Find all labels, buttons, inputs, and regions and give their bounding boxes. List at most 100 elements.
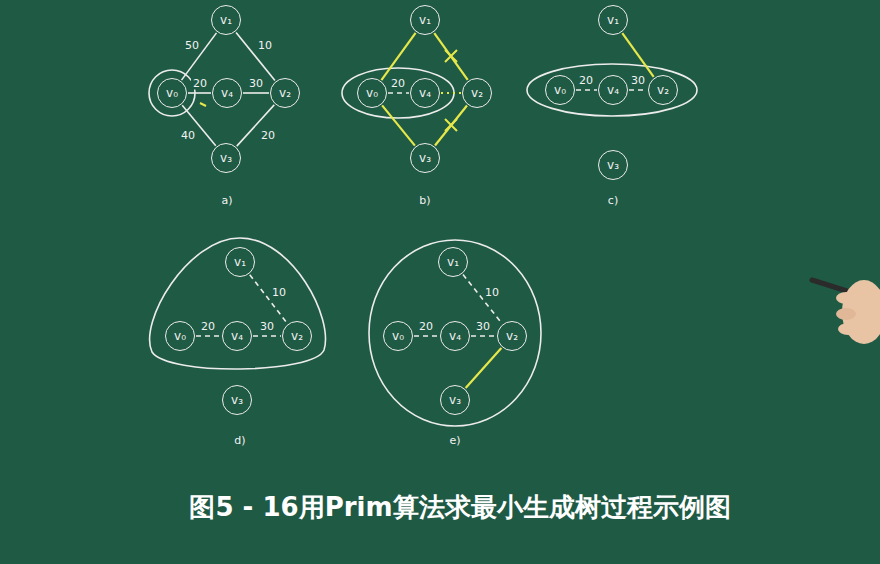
vertex-label: v₀ xyxy=(554,83,566,97)
edge-weight: 20 xyxy=(417,320,435,333)
tree-set-outline xyxy=(342,68,454,118)
graph-edge xyxy=(441,92,461,94)
vertex-circle: v₂ xyxy=(497,321,527,351)
vertex-circle: v₀ xyxy=(357,78,387,108)
vertex-label: v₁ xyxy=(234,255,246,269)
graph-edge xyxy=(388,92,409,94)
edge-weight: 20 xyxy=(191,77,209,90)
vertex-circle: v₂ xyxy=(282,321,312,351)
vertex-circle: v₃ xyxy=(211,143,241,173)
vertex-circle: v₂ xyxy=(648,75,678,105)
vertex-circle: v₂ xyxy=(270,78,300,108)
graph-edge xyxy=(250,275,287,324)
subfigure-label: e) xyxy=(449,434,460,447)
edge-weight: 50 xyxy=(183,39,201,52)
tree-set-outline xyxy=(369,240,541,426)
vertex-circle: v₃ xyxy=(410,143,440,173)
vertex-circle: v₁ xyxy=(211,5,241,35)
vertex-label: v₂ xyxy=(291,329,303,343)
graph-edge xyxy=(466,348,502,388)
hand xyxy=(836,308,856,320)
graph-edge xyxy=(471,335,496,337)
vertex-label: v₁ xyxy=(220,13,232,27)
vertex-label: v₂ xyxy=(506,329,518,343)
graph-edge xyxy=(188,92,211,94)
vertex-label: v₀ xyxy=(174,329,186,343)
graph-edge xyxy=(629,89,647,91)
graph-edge xyxy=(236,32,275,80)
vertex-circle: v₄ xyxy=(598,75,628,105)
graph-edge xyxy=(463,275,502,324)
vertex-circle: v₁ xyxy=(410,5,440,35)
vertex-circle: v₁ xyxy=(438,247,468,277)
vertex-circle: v₀ xyxy=(165,321,195,351)
vertex-label: v₂ xyxy=(657,83,669,97)
edge-weight: 30 xyxy=(629,74,647,87)
vertex-label: v₁ xyxy=(419,13,431,27)
hand xyxy=(836,292,856,304)
vertex-label: v₄ xyxy=(607,83,619,97)
edge-weight: 10 xyxy=(270,286,288,299)
graph-edge xyxy=(576,89,597,91)
edge-weight: 20 xyxy=(199,320,217,333)
graph-edge xyxy=(253,335,281,337)
subfigure-label: c) xyxy=(608,194,618,207)
vertex-circle: v₄ xyxy=(212,78,242,108)
subfigure-label: a) xyxy=(221,194,232,207)
vertex-circle: v₄ xyxy=(440,321,470,351)
graph-edge xyxy=(243,92,269,94)
vertex-label: v₃ xyxy=(220,151,232,165)
graph-edge xyxy=(435,105,467,145)
graph-edge xyxy=(622,33,653,77)
edge-weight: 30 xyxy=(474,320,492,333)
vertex-label: v₁ xyxy=(607,13,619,27)
graph-edge xyxy=(414,335,439,337)
vertex-label: v₀ xyxy=(166,86,178,100)
edge-weight: 30 xyxy=(258,320,276,333)
vertex-circle: v₀ xyxy=(383,321,413,351)
vertex-label: v₄ xyxy=(221,86,233,100)
vertex-circle: v₀ xyxy=(545,75,575,105)
edge-weight: 40 xyxy=(179,129,197,142)
vertex-circle: v₁ xyxy=(225,247,255,277)
subfigure-label: b) xyxy=(419,194,430,207)
edge-weight: 20 xyxy=(389,77,407,90)
edge-weight: 20 xyxy=(577,74,595,87)
subfigure-label: d) xyxy=(234,434,245,447)
hand xyxy=(838,323,858,335)
tree-set-outline xyxy=(150,238,326,369)
vertex-label: v₃ xyxy=(419,151,431,165)
graph-edge xyxy=(381,33,415,80)
vertex-label: v₀ xyxy=(392,329,404,343)
graph-edge xyxy=(434,33,467,80)
edge-weight: 30 xyxy=(247,77,265,90)
vertex-label: v₃ xyxy=(607,158,619,172)
chalk-mark xyxy=(200,103,206,106)
edge-weight: 20 xyxy=(259,129,277,142)
graph-edge xyxy=(196,335,221,337)
vertex-circle: v₃ xyxy=(222,385,252,415)
edge-weight: 10 xyxy=(483,286,501,299)
vertex-circle: v₄ xyxy=(410,78,440,108)
vertex-label: v₂ xyxy=(279,86,291,100)
vertex-circle: v₃ xyxy=(440,385,470,415)
edge-weight: 10 xyxy=(256,39,274,52)
tree-set-outline xyxy=(527,64,697,116)
vertex-circle: v₃ xyxy=(598,150,628,180)
vertex-circle: v₂ xyxy=(462,78,492,108)
vertex-circle: v₁ xyxy=(598,5,628,35)
figure-caption: 图5 - 16用Prim算法求最小生成树过程示例图 xyxy=(189,490,730,525)
vertex-label: v₄ xyxy=(449,329,461,343)
vertex-circle: v₀ xyxy=(157,78,187,108)
vertex-label: v₃ xyxy=(231,393,243,407)
vertex-label: v₂ xyxy=(471,86,483,100)
vertex-label: v₄ xyxy=(419,86,431,100)
graph-edge xyxy=(182,33,217,80)
vertex-label: v₀ xyxy=(366,86,378,100)
vertex-label: v₃ xyxy=(449,393,461,407)
